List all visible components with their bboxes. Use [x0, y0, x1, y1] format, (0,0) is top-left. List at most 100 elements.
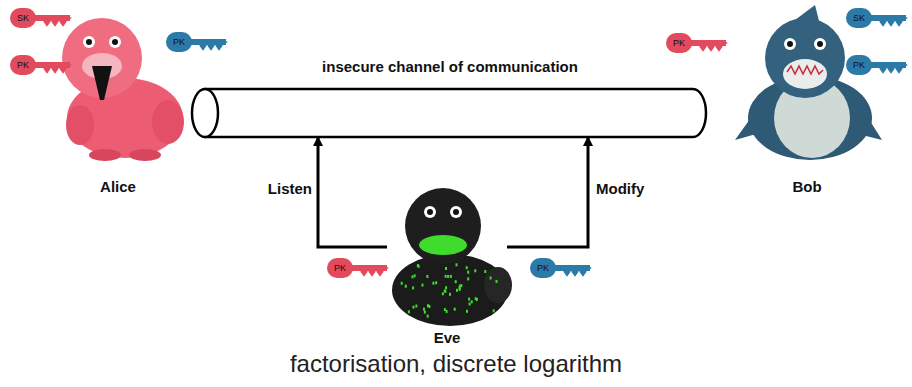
key-label: SK	[17, 14, 29, 23]
key-head	[10, 55, 36, 75]
matrix-speck	[418, 265, 420, 268]
key-tip	[722, 40, 728, 46]
key-icon	[166, 32, 228, 52]
key-shaft	[34, 62, 70, 68]
key-head	[166, 32, 192, 52]
key-icon	[666, 33, 728, 53]
connector	[507, 138, 588, 247]
key-shaft	[690, 40, 726, 46]
key-label: PK	[334, 264, 346, 273]
party-node: Bob	[727, 5, 887, 195]
key-label-box: PK	[666, 33, 692, 53]
edge-label-box: Modify	[596, 180, 676, 198]
key-head	[666, 33, 692, 53]
edge-label: Modify	[596, 180, 644, 197]
key-label-box: PK	[846, 55, 872, 75]
matrix-speck	[445, 275, 447, 278]
key-tip	[902, 15, 908, 21]
matrix-speck	[422, 284, 424, 287]
key-label: PK	[537, 264, 549, 273]
matrix-speck	[444, 289, 446, 292]
matrix-speck	[496, 280, 498, 283]
matrix-speck	[435, 281, 437, 284]
key-teeth	[700, 46, 722, 50]
matrix-speck	[466, 310, 468, 313]
matrix-speck	[484, 270, 486, 273]
key-shaft	[351, 265, 387, 271]
matrix-speck	[466, 266, 468, 269]
matrix-speck	[447, 275, 449, 278]
key-label: SK	[853, 14, 865, 23]
matrix-speck	[445, 286, 447, 289]
matrix-speck	[490, 277, 492, 280]
matrix-speck	[475, 297, 477, 300]
matrix-speck	[442, 292, 444, 295]
key-label-box: PK	[327, 258, 353, 278]
channel-pipe-end	[192, 89, 218, 137]
channel-node: insecure channel of communication	[190, 58, 710, 138]
matrix-speck	[408, 310, 410, 313]
key-teeth	[200, 45, 222, 49]
eve-duck	[392, 188, 512, 326]
party-name: Alice	[100, 178, 136, 195]
key-teeth	[880, 21, 902, 25]
key-shaft	[34, 15, 70, 21]
key-label-box: SK	[10, 8, 36, 28]
key-tip	[586, 265, 592, 271]
matrix-speck	[456, 263, 458, 266]
matrix-speck	[454, 308, 456, 311]
matrix-speck	[414, 274, 416, 277]
key-label: PK	[673, 39, 685, 48]
bob-shark	[735, 5, 882, 160]
matrix-speck	[455, 280, 457, 283]
connector	[318, 138, 387, 247]
matrix-speck	[474, 269, 476, 272]
key-icon	[327, 258, 389, 278]
matrix-speck	[493, 309, 495, 312]
key-head	[846, 8, 872, 28]
matrix-speck	[432, 282, 434, 285]
key-teeth	[880, 68, 902, 72]
matrix-speck	[445, 267, 447, 270]
alice-duck	[62, 18, 184, 161]
matrix-speck	[401, 282, 403, 285]
key-icon	[10, 55, 72, 75]
key-label-box: SK	[846, 8, 872, 28]
matrix-speck	[459, 288, 461, 291]
edge-label-box: Listen	[240, 180, 312, 198]
key-label: PK	[173, 38, 185, 47]
key-tip	[383, 265, 389, 271]
matrix-speck	[412, 275, 414, 278]
key-label-box: PK	[166, 32, 192, 52]
key-teeth	[44, 21, 66, 25]
matrix-speck	[426, 275, 428, 278]
matrix-speck	[471, 300, 473, 303]
matrix-speck	[446, 310, 448, 313]
matrix-speck	[413, 306, 415, 309]
key-head	[327, 258, 353, 278]
caption-box: factorisation, discrete logarithm	[0, 350, 912, 378]
key-tip	[66, 15, 72, 21]
matrix-speck	[424, 311, 426, 314]
key-shaft	[190, 39, 226, 45]
key-shaft	[870, 15, 906, 21]
matrix-speck	[467, 277, 469, 280]
key-label: PK	[17, 61, 29, 70]
key-shaft	[870, 62, 906, 68]
key-tip	[222, 39, 228, 45]
matrix-speck	[467, 271, 469, 274]
matrix-speck	[427, 304, 429, 307]
key-icon	[10, 8, 72, 28]
edge-label: Listen	[268, 180, 312, 197]
key-icon	[846, 55, 908, 75]
matrix-speck	[427, 315, 429, 318]
caption: factorisation, discrete logarithm	[290, 350, 622, 377]
matrix-speck	[417, 264, 419, 267]
channel-pipe	[205, 89, 706, 137]
key-icon	[846, 8, 908, 28]
key-shaft	[554, 265, 590, 271]
matrix-speck	[450, 275, 452, 278]
key-label: PK	[853, 61, 865, 70]
matrix-speck	[405, 285, 407, 288]
matrix-speck	[415, 305, 417, 308]
